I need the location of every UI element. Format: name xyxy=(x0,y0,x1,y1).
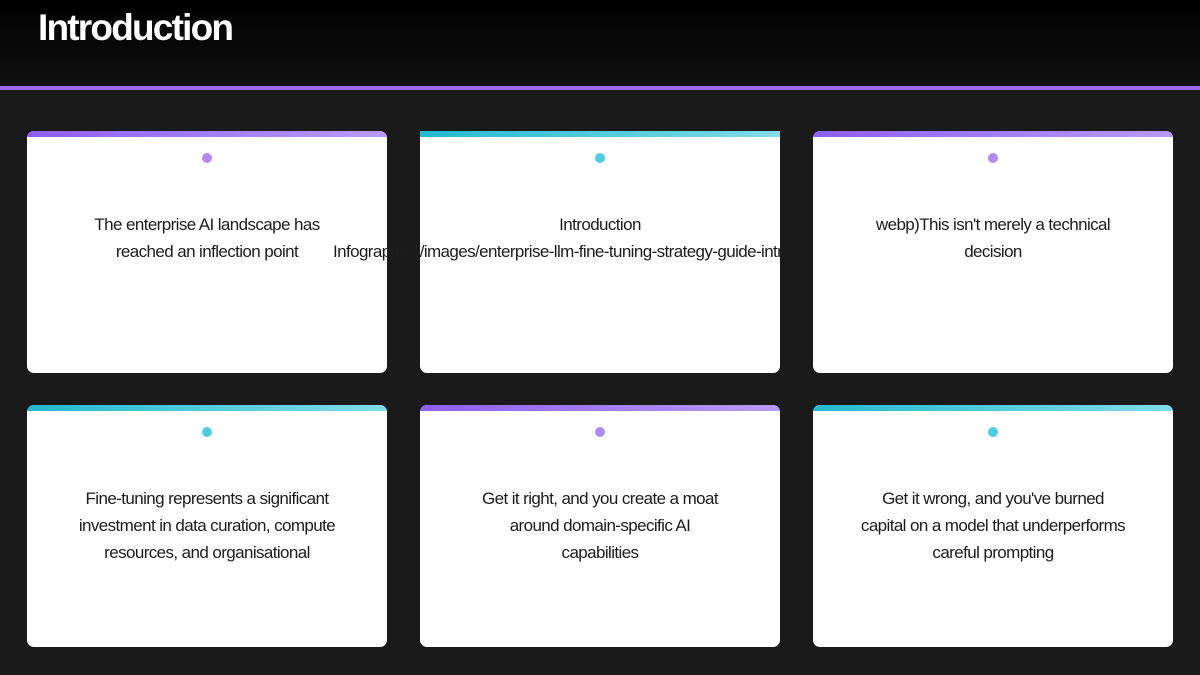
card-text-line: reached an inflection point xyxy=(115,242,299,261)
card-accent-bar xyxy=(420,131,780,137)
card-text-line: Introduction xyxy=(559,215,641,234)
card-4: Fine-tuning represents a significant inv… xyxy=(27,405,387,647)
bullet-dot-icon xyxy=(595,427,605,437)
bullet-dot-icon xyxy=(595,153,605,163)
card-accent-bar xyxy=(27,405,387,411)
card-6: Get it wrong, and you've burned capital … xyxy=(813,405,1173,647)
card-text-line: webp)This isn't merely a technical xyxy=(875,215,1111,234)
card-text-line: decision xyxy=(964,242,1022,261)
card-accent-bar xyxy=(420,405,780,411)
header-divider xyxy=(0,86,1200,90)
card-text: Fine-tuning represents a significant inv… xyxy=(47,485,367,566)
card-5: Get it right, and you create a moat arou… xyxy=(420,405,780,647)
bullet-dot-icon xyxy=(202,153,212,163)
card-accent-bar xyxy=(813,131,1173,137)
card-text: Get it right, and you create a moat arou… xyxy=(440,485,760,566)
card-text-line: Infographic](/images/enterprise-llm-fine… xyxy=(333,242,792,261)
card-text-line: resources, and organisational xyxy=(104,543,310,562)
card-text-line: around domain-specific AI xyxy=(509,516,691,535)
bullet-dot-icon xyxy=(202,427,212,437)
card-accent-bar xyxy=(27,131,387,137)
card-text-line: careful prompting xyxy=(932,543,1054,562)
card-2: Introduction Infographic](/images/enterp… xyxy=(333,131,780,373)
card-text-line: capital on a model that underperforms xyxy=(860,516,1126,535)
card-text-line: investment in data curation, compute xyxy=(78,516,336,535)
card-text-line: Fine-tuning represents a significant xyxy=(85,489,330,508)
card-1: The enterprise AI landscape has reached … xyxy=(27,131,387,373)
card-text-line: Get it right, and you create a moat xyxy=(481,489,719,508)
card-text: The enterprise AI landscape has reached … xyxy=(67,211,347,265)
card-text-line: Get it wrong, and you've burned xyxy=(882,489,1104,508)
bullet-dot-icon xyxy=(988,153,998,163)
slide-header: Introduction xyxy=(0,0,1200,86)
card-3: webp)This isn't merely a technical decis… xyxy=(813,131,1173,373)
card-text: Introduction Infographic](/images/enterp… xyxy=(320,211,792,265)
card-accent-bar xyxy=(813,405,1173,411)
card-text-line: capabilities xyxy=(561,543,640,562)
card-text-line: The enterprise AI landscape has xyxy=(94,215,320,234)
bullet-dot-icon xyxy=(988,427,998,437)
slide-title: Introduction xyxy=(38,7,234,48)
card-text: Get it wrong, and you've burned capital … xyxy=(833,485,1153,566)
card-text: webp)This isn't merely a technical decis… xyxy=(853,211,1133,265)
